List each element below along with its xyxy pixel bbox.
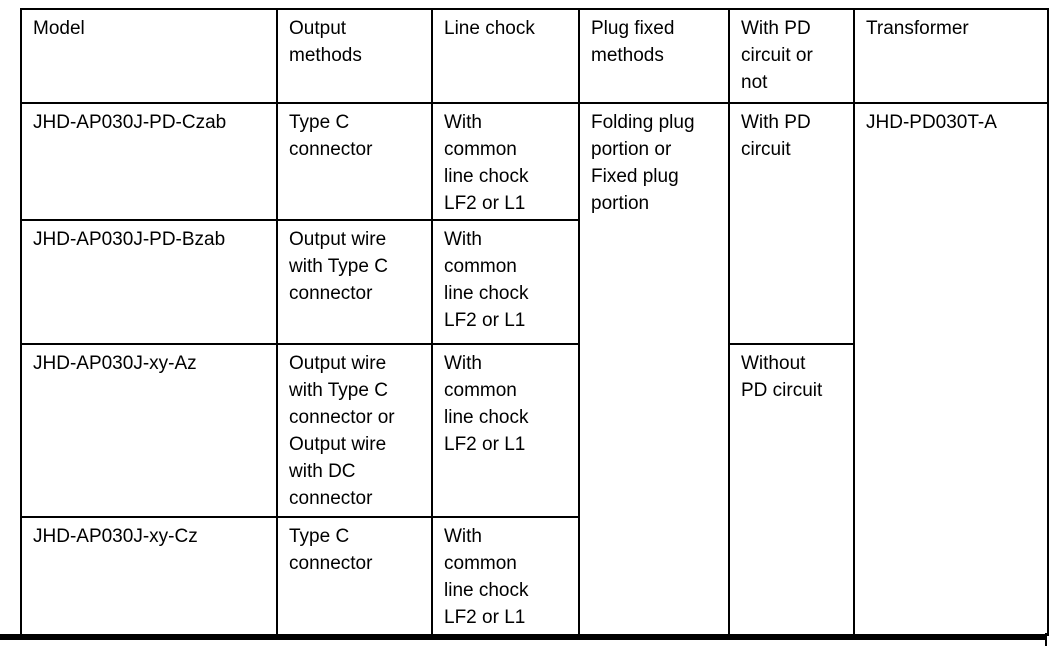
table-row: JHD-AP030J-xy-Cz Type C connector With c… — [20, 516, 1048, 636]
bottom-horizontal-rule — [0, 634, 1046, 640]
col-header-line-chock: Line chock — [431, 8, 580, 104]
table-row: JHD-AP030J-PD-Bzab Output wire with Type… — [20, 219, 1048, 345]
output-methods-cell: Type C connector — [276, 516, 433, 636]
model-spec-table: Model Output methods Line chock Plug fix… — [20, 8, 1049, 636]
transformer-cell: JHD-PD030T-A — [853, 102, 1049, 636]
output-methods-cell: Type C connector — [276, 102, 433, 221]
line-chock-cell: With common line chock LF2 or L1 — [431, 102, 580, 221]
col-header-plug-fixed-methods: Plug fixed methods — [578, 8, 730, 104]
col-header-transformer: Transformer — [853, 8, 1049, 104]
header-row: Model Output methods Line chock Plug fix… — [20, 8, 1049, 104]
model-cell: JHD-AP030J-PD-Czab — [20, 102, 278, 221]
plug-fixed-methods-cell: Folding plug portion or Fixed plug porti… — [578, 102, 730, 636]
with-pd-circuit-cell: With PD circuit — [728, 102, 855, 345]
model-cell: JHD-AP030J-xy-Cz — [20, 516, 278, 636]
line-chock-cell: With common line chock LF2 or L1 — [431, 343, 580, 518]
line-chock-cell: With common line chock LF2 or L1 — [431, 219, 580, 345]
table-row: JHD-AP030J-PD-Czab Type C connector With… — [20, 102, 1049, 636]
col-header-pd-circuit: With PD circuit or not — [728, 8, 855, 104]
col-header-model: Model — [20, 8, 278, 104]
output-methods-cell: Output wire with Type C connector — [276, 219, 433, 345]
without-pd-circuit-cell: Without PD circuit — [728, 343, 855, 636]
col-header-output-methods: Output methods — [276, 8, 433, 104]
right-border-extension — [1045, 633, 1047, 646]
model-cell: JHD-AP030J-PD-Bzab — [20, 219, 278, 345]
output-methods-cell: Output wire with Type C connector or Out… — [276, 343, 433, 518]
line-chock-cell: With common line chock LF2 or L1 — [431, 516, 580, 636]
model-cell: JHD-AP030J-xy-Az — [20, 343, 278, 518]
